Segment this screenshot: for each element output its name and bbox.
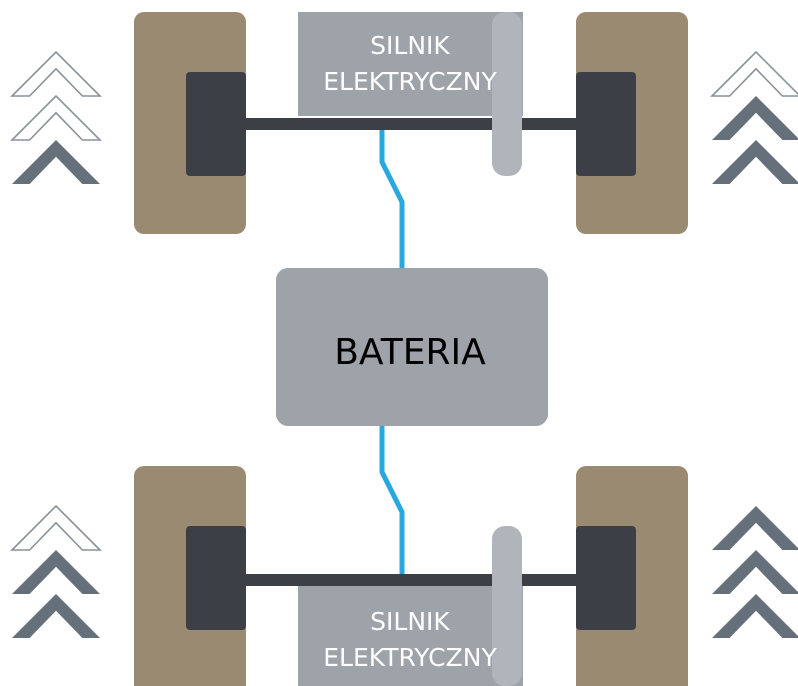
front-axle-group: SILNIK ELEKTRYCZNY (134, 12, 688, 234)
chevron-filled-icon (12, 594, 100, 638)
chevron-outline-icon (10, 504, 102, 551)
rear-motor-label-line1: SILNIK (370, 607, 450, 636)
front-right-arrow-indicator (710, 50, 798, 184)
rear-left-arrow-indicator (10, 504, 102, 638)
chevron-filled-icon (12, 140, 100, 184)
chevron-filled-icon (712, 594, 798, 638)
chevron-filled-icon (12, 550, 100, 594)
battery-label: BATERIA (334, 332, 486, 373)
rear-axle (242, 574, 578, 586)
rear-left-hub (186, 526, 246, 630)
rear-right-hub (576, 526, 636, 630)
front-axle (242, 118, 578, 130)
front-cable (379, 118, 405, 268)
front-driveshaft-housing (492, 12, 522, 176)
front-right-hub (576, 72, 636, 176)
chevron-filled-icon (712, 506, 798, 550)
rear-motor (298, 586, 523, 686)
front-motor-label-line2: ELEKTRYCZNY (323, 67, 497, 96)
battery-group: BATERIA (276, 268, 548, 426)
chevron-outline-icon (710, 50, 798, 97)
front-motor (298, 12, 523, 116)
rear-right-arrow-indicator (712, 506, 798, 638)
rear-motor-label-line2: ELEKTRYCZNY (323, 643, 497, 672)
chevron-outline-icon (10, 94, 102, 141)
rear-cable (379, 426, 405, 574)
chevron-outline-icon (10, 50, 102, 97)
rear-driveshaft-housing (492, 526, 522, 686)
rear-axle-group: SILNIK ELEKTRYCZNY (134, 466, 688, 686)
battery-box (276, 268, 548, 426)
chevron-filled-icon (712, 550, 798, 594)
front-motor-label-line1: SILNIK (370, 31, 450, 60)
front-left-hub (186, 72, 246, 176)
front-left-arrow-indicator (10, 50, 102, 184)
chevron-filled-icon (712, 140, 798, 184)
chevron-filled-icon (712, 96, 798, 140)
